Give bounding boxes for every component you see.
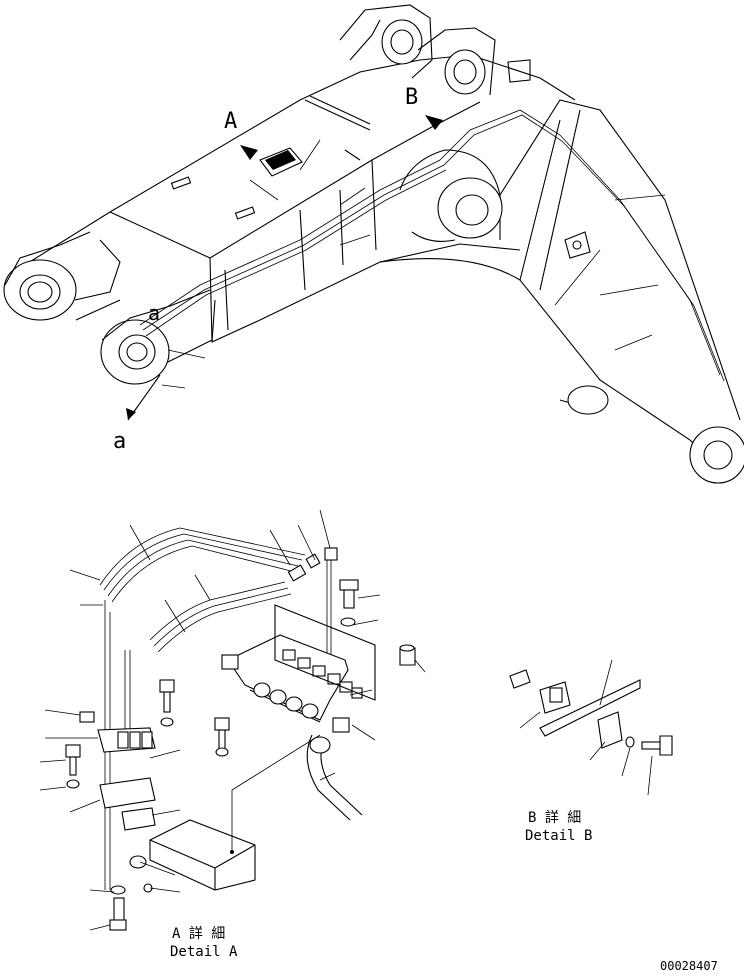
detail-a-title-jp: A 詳 細 xyxy=(172,926,225,942)
boom-assembly: A B a a xyxy=(3,4,744,484)
drawing-number: 00028407 xyxy=(660,959,718,973)
callout-a-upper: a xyxy=(148,301,160,325)
view-b-letter: B xyxy=(405,85,418,110)
detail-b-assembly: B 詳 細 Detail B xyxy=(509,659,673,844)
detail-b-title-en: Detail B xyxy=(525,828,592,844)
detail-a-assembly: A 詳 細 Detail A xyxy=(39,509,426,960)
detail-b-title-jp: B 詳 細 xyxy=(528,810,581,826)
callout-a-lower: a xyxy=(113,429,126,454)
view-a-letter: A xyxy=(224,109,237,134)
detail-a-title-en: Detail A xyxy=(170,944,238,960)
